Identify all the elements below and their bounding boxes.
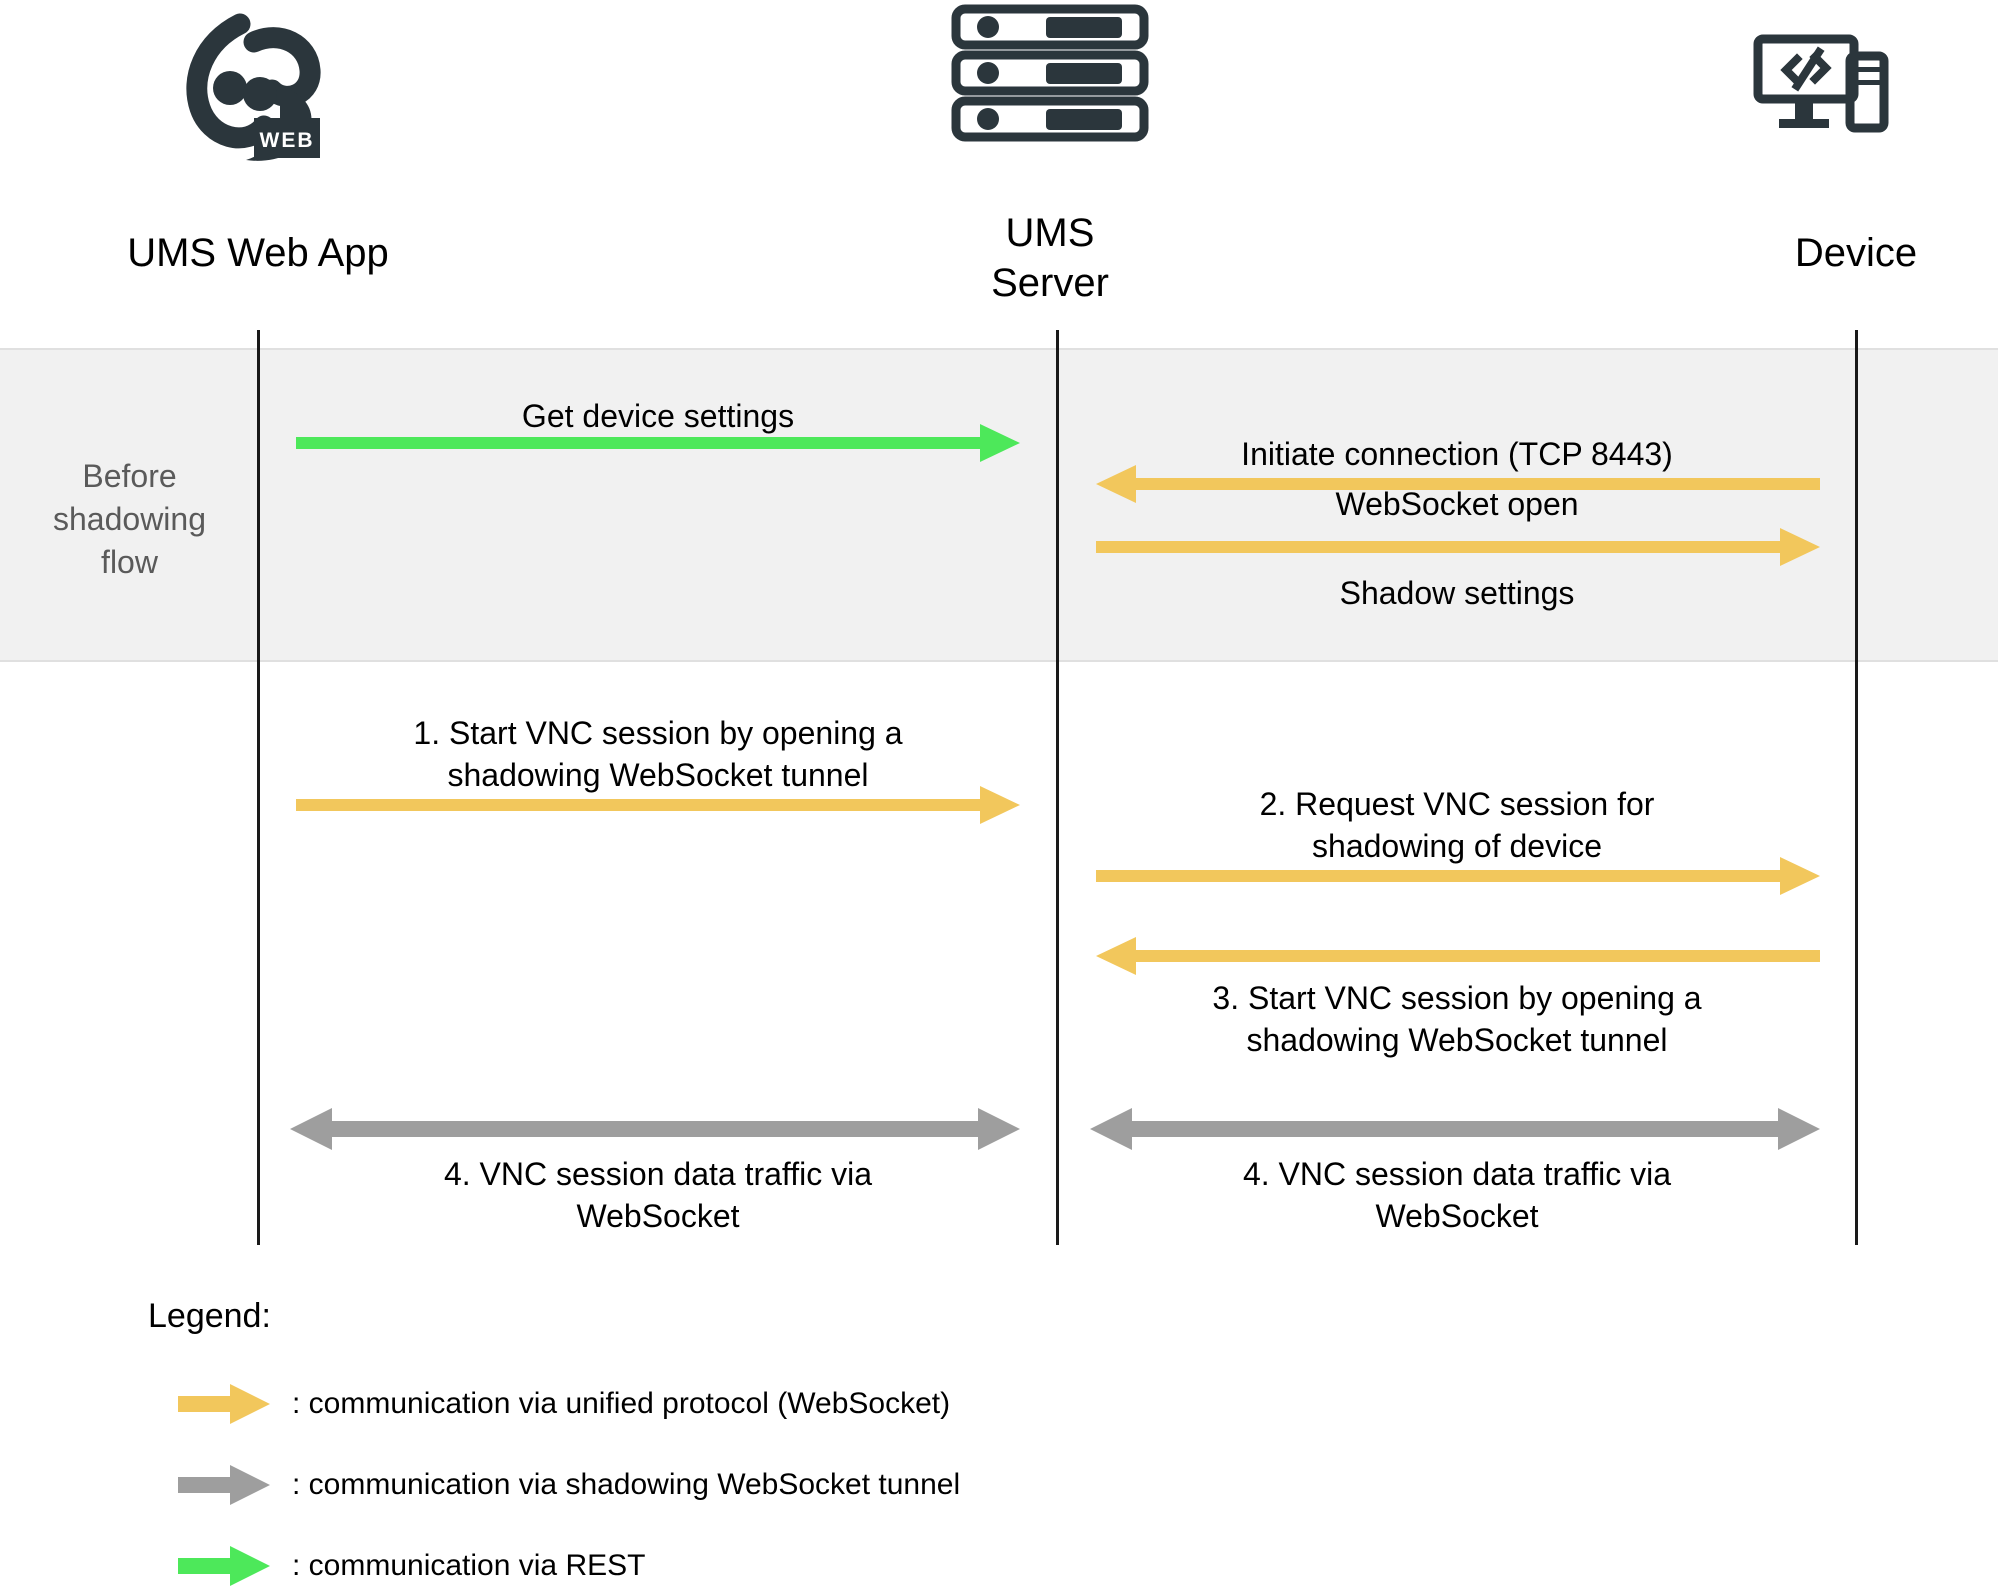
legend-item-label: : communication via REST bbox=[292, 1549, 646, 1582]
legend-item-label: : communication via shadowing WebSocket … bbox=[292, 1468, 961, 1501]
message-label-websocket-open: WebSocket open bbox=[1335, 486, 1579, 522]
message-label-get-device-settings: Get device settings bbox=[521, 398, 795, 434]
rest-arrow-icon bbox=[178, 1546, 270, 1586]
legend-item-rest: : communication via REST bbox=[178, 1544, 645, 1588]
desktop-device-icon bbox=[1753, 34, 1908, 159]
message-arrow-step-3 bbox=[1096, 937, 1820, 975]
message-label-step-3: 3. Start VNC session by opening a shadow… bbox=[1212, 980, 1702, 1058]
legend-title: Legend: bbox=[148, 1297, 271, 1335]
legend-item-unified-protocol: : communication via unified protocol (We… bbox=[178, 1382, 950, 1426]
actor-label-web-app: UMS Web App bbox=[127, 231, 389, 275]
message-arrow-step-2 bbox=[1096, 857, 1820, 895]
lifeline-ums-server bbox=[1056, 330, 1059, 1245]
actor-label-ums-server: UMS Server bbox=[991, 211, 1109, 305]
lifeline-web-app bbox=[257, 330, 260, 1245]
ums-web-logo-icon: WEB bbox=[168, 8, 348, 178]
message-arrow-initiate-connection bbox=[1096, 465, 1820, 503]
svg-text:WEB: WEB bbox=[260, 129, 315, 152]
phase-label-before-shadowing-flow: Before shadowing flow bbox=[53, 458, 206, 580]
message-label-step-4-right: 4. VNC session data traffic via WebSocke… bbox=[1242, 1156, 1672, 1234]
message-label-shadow-settings: Shadow settings bbox=[1339, 575, 1575, 611]
message-arrow-websocket-open bbox=[1096, 528, 1820, 566]
message-label-step-4-left: 4. VNC session data traffic via WebSocke… bbox=[443, 1156, 873, 1234]
shadowing-tunnel-arrow-icon bbox=[178, 1465, 270, 1505]
message-label-initiate-connection: Initiate connection (TCP 8443) bbox=[1241, 436, 1673, 472]
lifeline-device bbox=[1855, 330, 1858, 1245]
before-shadowing-flow-band bbox=[0, 348, 1998, 662]
message-arrow-get-device-settings bbox=[296, 424, 1020, 462]
message-arrow-step-1 bbox=[296, 786, 1020, 824]
message-arrow-step-4-right bbox=[1090, 1108, 1820, 1150]
legend-item-shadowing-tunnel: : communication via shadowing WebSocket … bbox=[178, 1463, 960, 1507]
message-label-step-1: 1. Start VNC session by opening a shadow… bbox=[413, 715, 903, 793]
legend-item-label: : communication via unified protocol (We… bbox=[292, 1387, 951, 1420]
message-label-step-2: 2. Request VNC session for shadowing of … bbox=[1259, 786, 1655, 864]
server-rack-icon bbox=[950, 4, 1150, 144]
actor-label-device: Device bbox=[1794, 231, 1918, 275]
unified-protocol-arrow-icon bbox=[178, 1384, 270, 1424]
message-arrow-step-4-left bbox=[290, 1108, 1020, 1150]
